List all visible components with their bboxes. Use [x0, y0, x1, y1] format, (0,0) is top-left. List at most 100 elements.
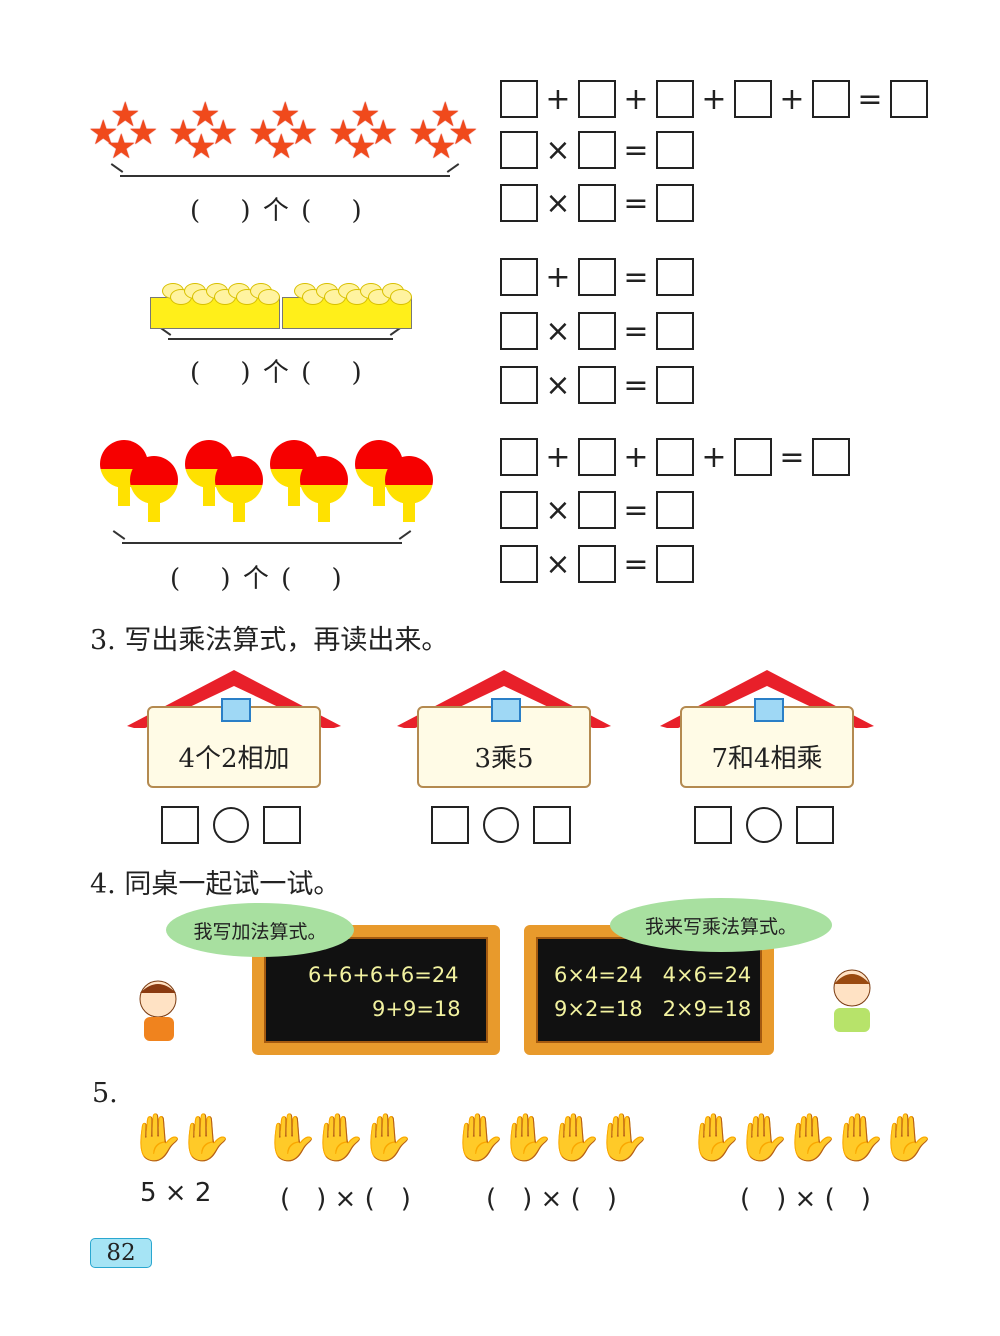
ping-pong-paddle-icon: [130, 456, 178, 522]
answer-box[interactable]: [578, 545, 616, 583]
operator: ×: [545, 185, 571, 221]
multiplication-label: ( ) × ( ): [740, 1184, 871, 1214]
answer-box[interactable]: [656, 366, 694, 404]
starfish-icon: ★: [368, 113, 399, 153]
egg-tray: [282, 297, 412, 329]
answer-box[interactable]: [533, 806, 571, 844]
operator: =: [623, 367, 649, 403]
answer-box[interactable]: [500, 80, 538, 118]
handprint-icon: ✋: [128, 1110, 186, 1164]
operator: =: [623, 313, 649, 349]
equation-row: ×=: [500, 491, 694, 529]
answer-box[interactable]: [500, 312, 538, 350]
operator: =: [623, 185, 649, 221]
answer-box[interactable]: [161, 806, 199, 844]
handprint-icon: ✋: [878, 1110, 936, 1164]
girl-illustration: [139, 980, 177, 1041]
answer-box[interactable]: [263, 806, 301, 844]
answer-box[interactable]: [578, 258, 616, 296]
operator: ×: [545, 492, 571, 528]
operator: =: [623, 492, 649, 528]
starfish-icon: ★: [248, 113, 279, 153]
starfish-icon: ★: [346, 127, 377, 167]
answer-box[interactable]: [656, 545, 694, 583]
answer-box[interactable]: [578, 131, 616, 169]
brace: [120, 175, 450, 185]
board-left-line-1: 6+6+6+6=24: [308, 963, 459, 987]
answer-box[interactable]: [656, 258, 694, 296]
answer-box[interactable]: [578, 312, 616, 350]
answer-box[interactable]: [578, 491, 616, 529]
answer-box[interactable]: [500, 131, 538, 169]
operator-circle[interactable]: [483, 807, 519, 843]
answer-box[interactable]: [656, 131, 694, 169]
multiplication-label: ( ) × ( ): [280, 1184, 411, 1214]
starfish-icon: ★: [350, 95, 381, 135]
answer-box[interactable]: [734, 438, 772, 476]
answer-box[interactable]: [734, 80, 772, 118]
equation-row: ×=: [500, 184, 694, 222]
answer-box[interactable]: [500, 438, 538, 476]
answer-box[interactable]: [656, 491, 694, 529]
equation-row: ×=: [500, 312, 694, 350]
answer-box[interactable]: [812, 80, 850, 118]
answer-box[interactable]: [500, 258, 538, 296]
handprint-icon: ✋: [546, 1110, 604, 1164]
handprint-icon: ✋: [498, 1110, 556, 1164]
answer-box[interactable]: [578, 80, 616, 118]
window-icon: [491, 698, 521, 722]
operator: ×: [545, 313, 571, 349]
answer-box[interactable]: [431, 806, 469, 844]
window-icon: [221, 698, 251, 722]
starfish-icon: ★: [168, 113, 199, 153]
starfish-icon: ★: [328, 113, 359, 153]
answer-box[interactable]: [500, 366, 538, 404]
operator: +: [701, 439, 727, 475]
section-3-heading: 3. 写出乘法算式，再读出来。: [90, 625, 449, 656]
operator: +: [623, 439, 649, 475]
operator: =: [623, 546, 649, 582]
operator-circle[interactable]: [746, 807, 782, 843]
handprint-icon: ✋: [358, 1110, 416, 1164]
egg-icon: [258, 289, 280, 305]
handprint-icon: ✋: [782, 1110, 840, 1164]
egg-icon: [390, 289, 412, 305]
answer-box[interactable]: [500, 545, 538, 583]
answer-box[interactable]: [656, 80, 694, 118]
starfish-icon: ★: [270, 95, 301, 135]
multiplication-label: ( ) × ( ): [486, 1184, 617, 1214]
answer-box[interactable]: [796, 806, 834, 844]
house-label: 3乘5: [474, 744, 534, 774]
starfish-icon: ★: [88, 113, 119, 153]
answer-box[interactable]: [656, 312, 694, 350]
answer-box[interactable]: [694, 806, 732, 844]
operator-circle[interactable]: [213, 807, 249, 843]
boy-bubble-text: 我来写乘法算式。: [644, 915, 797, 938]
answer-box[interactable]: [500, 491, 538, 529]
answer-box[interactable]: [812, 438, 850, 476]
answer-box[interactable]: [578, 184, 616, 222]
girl-speech-bubble: 我写加法算式。: [166, 903, 354, 957]
egg-tray: [150, 297, 280, 329]
window-icon: [754, 698, 784, 722]
house: 3乘5: [397, 668, 611, 788]
starfish-icon: ★: [426, 127, 457, 167]
operator: +: [545, 259, 571, 295]
starfish-icon: ★: [106, 127, 137, 167]
handprint-icon: ✋: [830, 1110, 888, 1164]
answer-box[interactable]: [578, 366, 616, 404]
equation-row: ×=: [500, 545, 694, 583]
answer-box[interactable]: [656, 184, 694, 222]
answer-box[interactable]: [890, 80, 928, 118]
equation-row: +++=: [500, 438, 850, 476]
answer-box[interactable]: [656, 438, 694, 476]
operator: ×: [545, 367, 571, 403]
answer-box[interactable]: [578, 438, 616, 476]
operator: =: [623, 132, 649, 168]
brace: [122, 542, 402, 552]
starfish-icon: ★: [128, 113, 159, 153]
boy-speech-bubble: 我来写乘法算式。: [610, 898, 832, 952]
blank-label-3: ( ) 个 ( ): [170, 564, 344, 594]
blank-label-1: ( ) 个 ( ): [190, 196, 364, 226]
answer-box[interactable]: [500, 184, 538, 222]
